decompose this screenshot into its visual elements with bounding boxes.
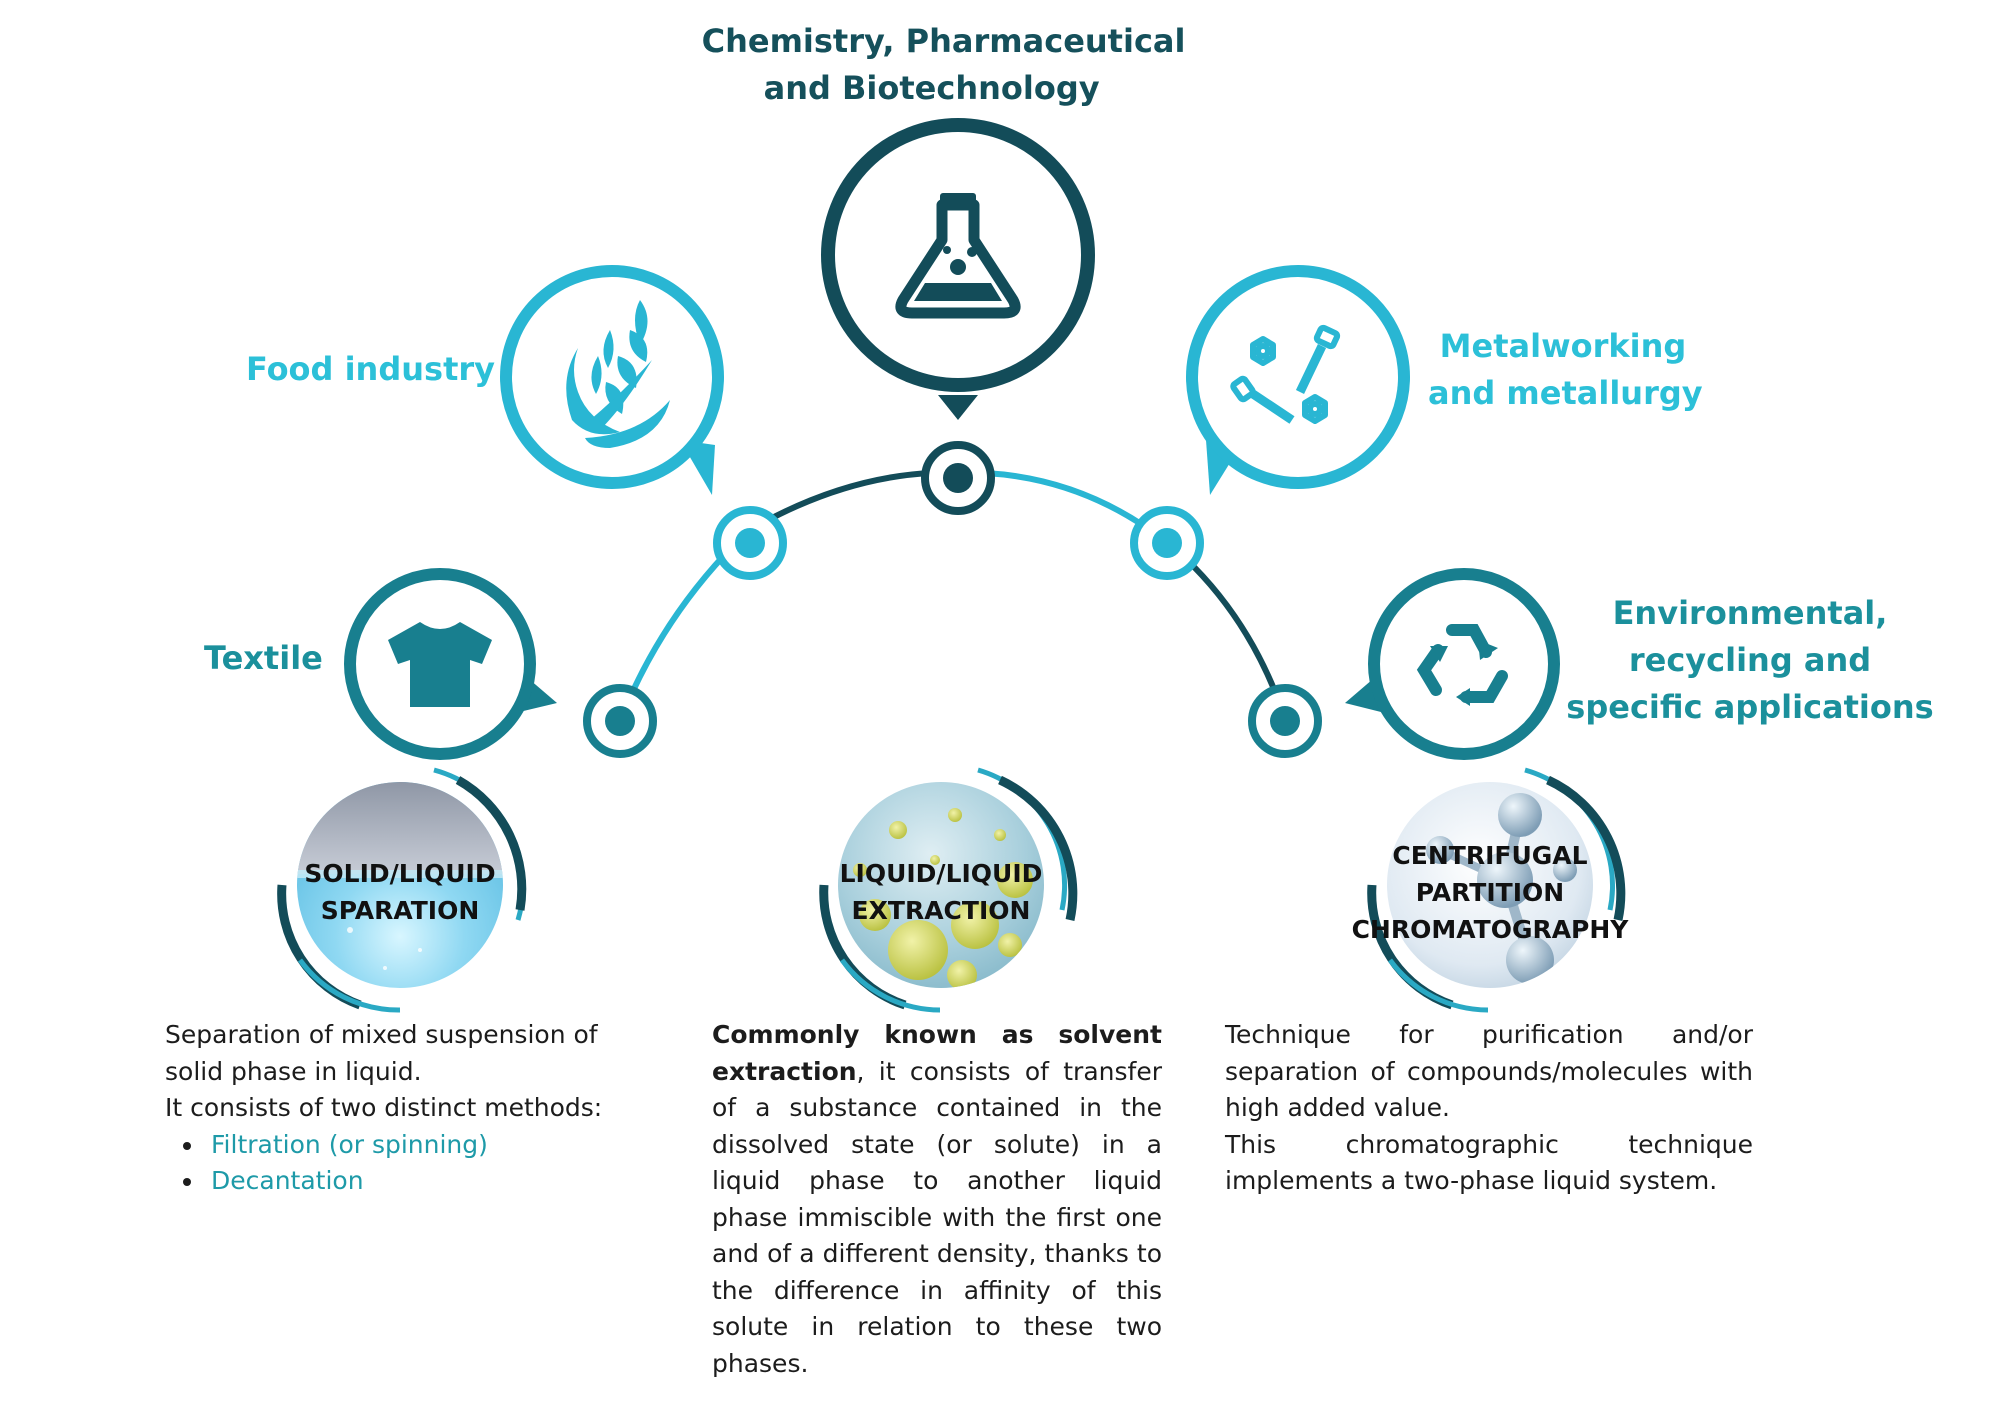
label-metal-line-2: and metallurgy [1428, 374, 1703, 412]
method-filtration: Filtration (or spinning) [211, 1129, 488, 1159]
label-chemistry-line-1: Chemistry, Pharmaceutical [701, 22, 1186, 60]
label-environment: Environmental, recycling and specific ap… [1560, 590, 1940, 731]
chemistry-bubble [821, 118, 1095, 420]
wheat-icon [566, 300, 670, 448]
technique-title-line: PARTITION [1415, 878, 1565, 907]
description-paragraph: Separation of mixed suspension of solid … [165, 1020, 598, 1086]
label-environment-line-1: Environmental, [1612, 594, 1888, 632]
arc-segment-metal-env [1182, 555, 1285, 712]
label-metal-line-1: Metalworking [1439, 327, 1687, 365]
flask-icon [895, 193, 1021, 319]
arc-segment-chem-metal [984, 470, 1152, 533]
label-food-line-1: Food industry [246, 350, 495, 388]
arc-node-metal [1130, 506, 1204, 580]
description-liquid-liquid: Commonly known as solvent extraction, it… [712, 1017, 1162, 1382]
description-bold-lead: Commonly known as solvent extraction [712, 1020, 1162, 1086]
technique-title-line: LIQUID/LIQUID [839, 859, 1043, 888]
method-decantation: Decantation [211, 1166, 364, 1195]
label-environment-line-2: recycling and [1628, 641, 1872, 679]
list-item: Filtration (or spinning) [183, 1127, 645, 1164]
label-metal: Metalworking and metallurgy [1428, 323, 1703, 417]
label-textile: Textile [204, 635, 323, 682]
technique-title-line: CHROMATOGRAPHY [1351, 915, 1629, 944]
label-food: Food industry [246, 346, 495, 393]
description-solid-liquid: Separation of mixed suspension of solid … [165, 1017, 645, 1200]
oil-droplets-image [819, 767, 1078, 1013]
methods-list: Filtration (or spinning) Decantation [165, 1127, 645, 1200]
technique-title-line: EXTRACTION [851, 896, 1031, 925]
arc-node-environment [1248, 684, 1322, 758]
tshirt-icon [388, 622, 492, 707]
description-paragraph: Commonly known as solvent extraction, it… [712, 1017, 1162, 1382]
description-paragraph: It consists of two distinct methods: [165, 1093, 603, 1122]
label-chemistry: Chemistry, Pharmaceutical and Biotechnol… [701, 18, 1186, 112]
arc-node-food [713, 506, 787, 580]
environment-bubble [1345, 568, 1560, 760]
recycle-icon [1416, 624, 1508, 706]
label-environment-line-3: specific applications [1566, 688, 1934, 726]
textile-bubble [344, 568, 557, 760]
technique-title-line: SPARATION [320, 896, 480, 925]
label-chemistry-line-2: and Biotechnology [763, 69, 1100, 107]
food-bubble [500, 265, 724, 495]
metal-bubble [1186, 265, 1410, 495]
technique-title-line: SOLID/LIQUID [304, 859, 496, 888]
description-paragraph: This chromatographic technique implement… [1225, 1129, 1753, 1196]
technique-title-liquid-liquid: LIQUID/LIQUID EXTRACTION [840, 855, 1043, 929]
description-paragraph: Technique for purification and/or separa… [1225, 1020, 1753, 1122]
arc-node-textile [583, 684, 657, 758]
description-rest: , it consists of transfer of a substance… [712, 1056, 1162, 1378]
molecule-image [1367, 767, 1626, 1013]
bolts-nuts-icon [1230, 324, 1341, 424]
technique-title-cpc: CENTRIFUGAL PARTITION CHROMATOGRAPHY [1352, 837, 1629, 948]
label-textile-line-1: Textile [204, 639, 323, 677]
description-cpc: Technique for purification and/or separa… [1225, 1017, 1753, 1200]
arc-node-chemistry [921, 441, 995, 515]
technique-title-line: CENTRIFUGAL [1392, 841, 1588, 870]
technique-title-solid-liquid: SOLID/LIQUID SPARATION [304, 855, 495, 929]
list-item: Decantation [183, 1163, 645, 1200]
